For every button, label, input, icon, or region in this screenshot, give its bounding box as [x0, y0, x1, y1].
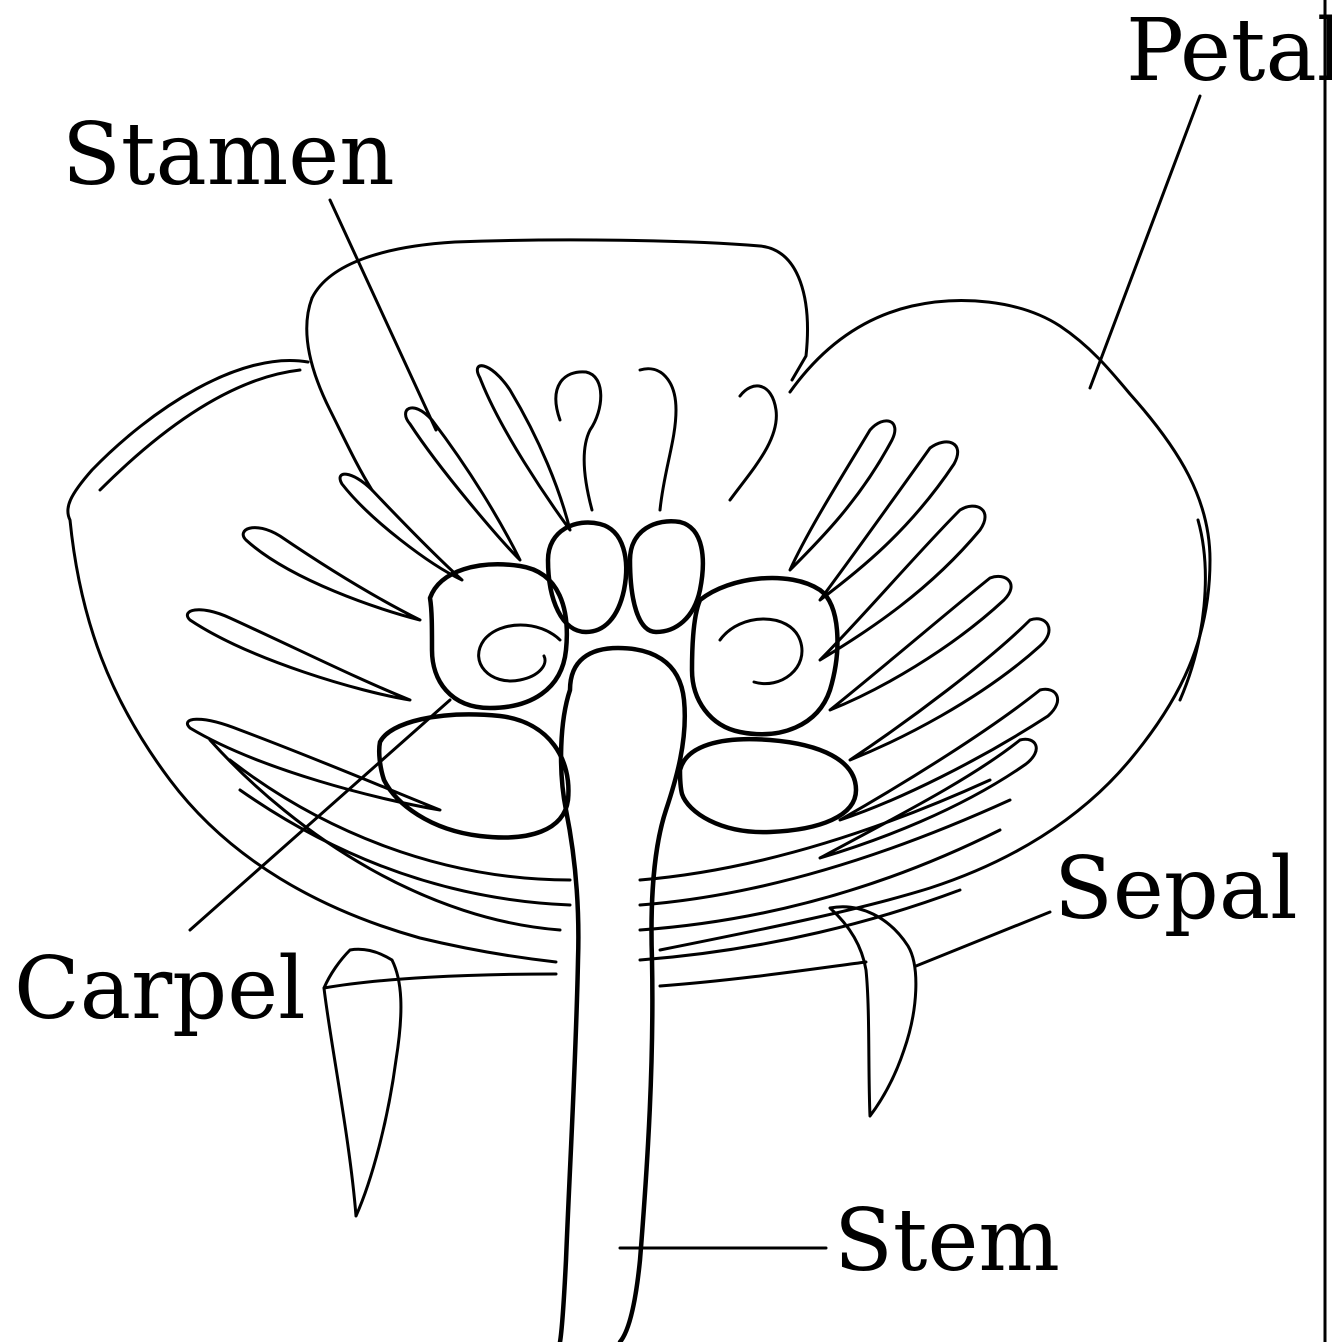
sepal-left-fold — [324, 974, 556, 988]
petals — [68, 240, 1210, 962]
stamen — [556, 372, 601, 510]
stamen — [243, 528, 420, 620]
stamen — [340, 474, 462, 580]
sepal-label: Sepal — [1054, 839, 1298, 939]
carpel-right — [692, 578, 837, 734]
stamen — [790, 421, 895, 570]
stamen — [640, 369, 676, 510]
carpel-top-left — [548, 523, 626, 633]
sepal-left — [324, 949, 401, 1216]
petal-right-inner — [1180, 520, 1205, 700]
stem-label: Stem — [834, 1191, 1060, 1291]
stamen — [840, 689, 1058, 820]
filament — [230, 760, 570, 880]
labels: Petal Stamen Carpel Sepal Stem — [14, 1, 1332, 1291]
petal-top — [312, 240, 807, 380]
petal-top-edge — [307, 298, 372, 490]
carpel-right-curl — [720, 619, 802, 684]
stamen-label: Stamen — [62, 105, 395, 205]
petal-label: Petal — [1126, 1, 1332, 101]
carpel-label: Carpel — [14, 939, 306, 1039]
sepal-leader — [916, 912, 1050, 966]
stamen-leader — [330, 200, 436, 430]
stem-body — [560, 648, 685, 1342]
stamen — [187, 719, 440, 810]
sepals — [324, 907, 916, 1216]
carpel-lower-left — [379, 714, 568, 837]
sepal-right-fold — [660, 962, 866, 986]
carpel-leader — [190, 700, 450, 930]
stamens — [187, 366, 1057, 858]
petal-leader — [1090, 96, 1200, 388]
stamen — [406, 408, 520, 560]
carpel-left — [430, 564, 567, 708]
stamen — [187, 610, 410, 700]
sepal-right — [830, 907, 916, 1116]
stem — [560, 648, 685, 1342]
carpel-top-right — [630, 521, 703, 632]
filament — [210, 740, 560, 930]
carpel-left-curl — [479, 625, 560, 681]
stamen — [730, 386, 776, 500]
carpel-lower-right — [680, 739, 856, 832]
